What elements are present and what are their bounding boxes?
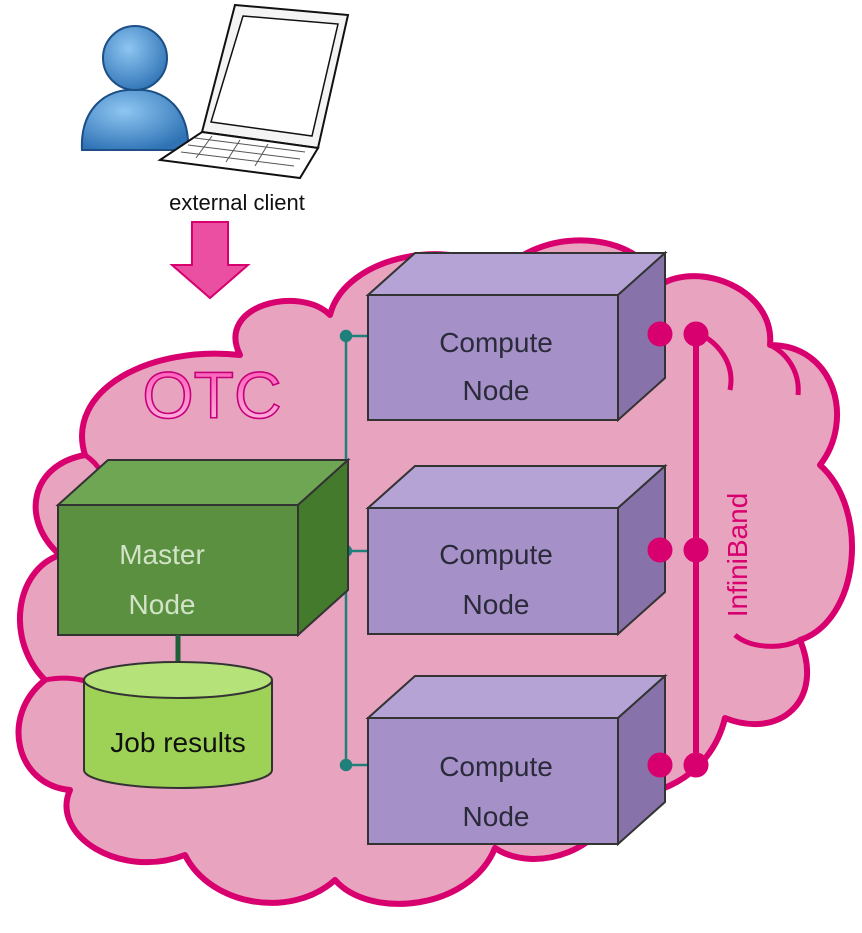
compute-node-2 (365, 463, 668, 637)
external-client-icon (80, 3, 350, 180)
compute-node-2-line2: Node (463, 589, 530, 620)
compute-node-3-line1: Compute (439, 751, 553, 782)
job-results-label: Job results (110, 727, 245, 758)
compute-node-1-line1: Compute (439, 327, 553, 358)
infiniband-label: InfiniBand (722, 493, 753, 618)
compute-node-1-line2: Node (463, 375, 530, 406)
cloud-title: OTC (142, 358, 281, 432)
master-node-line1: Master (119, 539, 205, 570)
infiniband-bus (647, 321, 709, 778)
user-icon (80, 25, 190, 151)
laptop-icon (157, 3, 350, 180)
down-arrow-icon (169, 221, 251, 300)
external-client-label: external client (169, 190, 305, 215)
master-node-line2: Node (129, 589, 196, 620)
compute-node-3 (365, 673, 668, 847)
compute-node-3-line2: Node (463, 801, 530, 832)
job-results-database-icon (83, 661, 273, 789)
compute-node-1 (365, 250, 668, 423)
compute-node-2-line1: Compute (439, 539, 553, 570)
master-node (55, 457, 351, 638)
